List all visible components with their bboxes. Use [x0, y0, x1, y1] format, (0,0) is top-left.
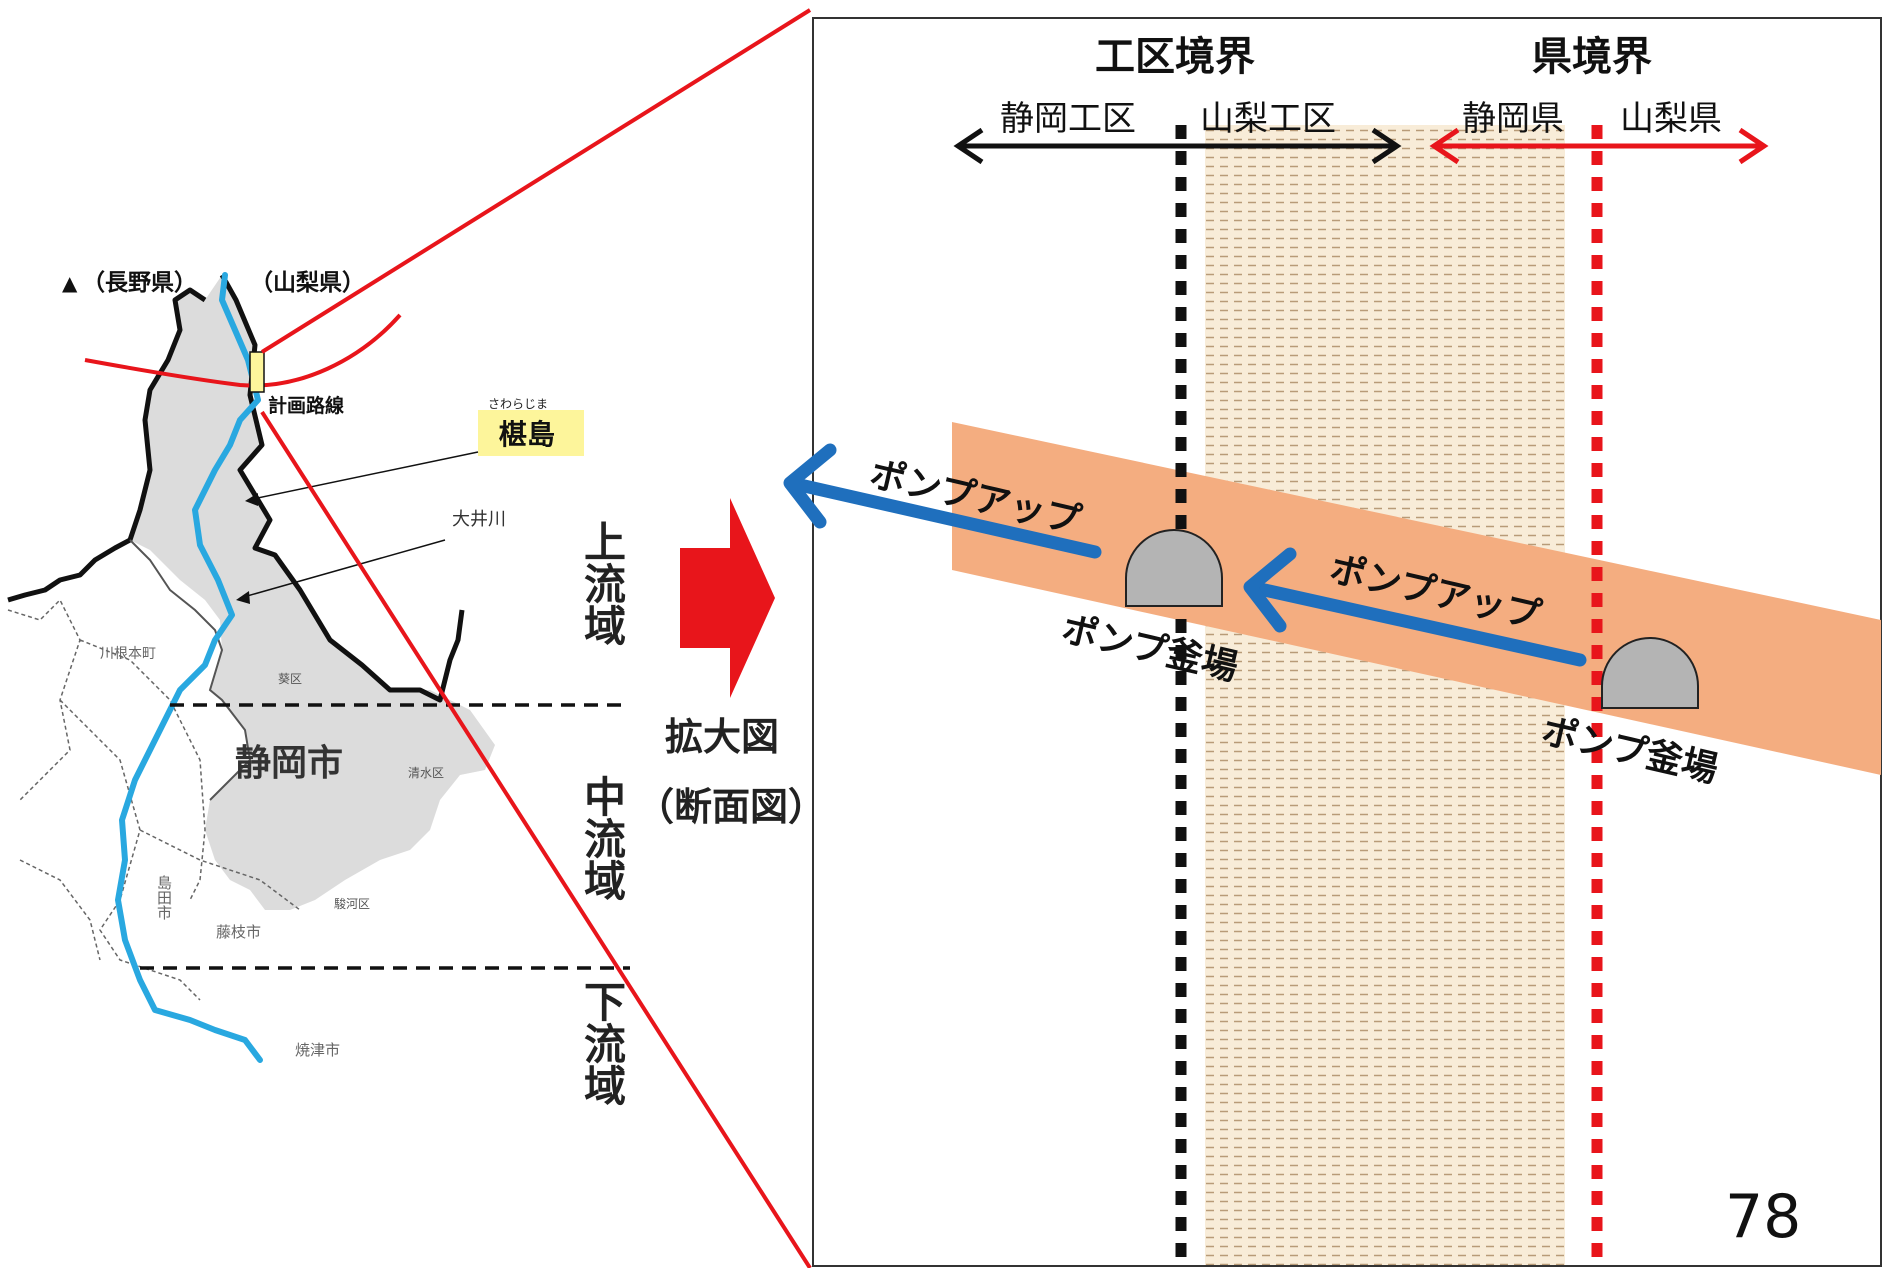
prefectural-boundary-title: 県境界 [1532, 34, 1652, 80]
shizuoka-work-section-label: 静岡工区 [1000, 99, 1136, 139]
upper-basin-label: 上流域 [578, 520, 627, 646]
pump-up-arrow-2-head [1243, 547, 1297, 633]
work-section-arrow-right-head [1371, 127, 1402, 165]
oi-river-basin-map: ▲ （長野県） （山梨県） 計画路線 さわらじま 椹島 大井川 川根本町 静岡市… [7, 269, 630, 1106]
shimizu-ward-label: 清水区 [408, 766, 444, 780]
oi-river-label: 大井川 [452, 509, 506, 530]
oi-river [115, 272, 263, 1063]
kawanehoncho-label: 川根本町 [100, 646, 156, 662]
fujieda-city-label: 藤枝市 [216, 923, 261, 941]
sawarajima-pointer [247, 451, 479, 501]
north-arrow-icon: ▲ [62, 271, 78, 295]
sawarajima-label: 椹島 [499, 418, 555, 451]
planned-route-label: 計画路線 [268, 394, 344, 417]
municipal-boundaries [129, 539, 252, 801]
between-boundaries-zone [1205, 125, 1565, 1265]
shizuoka-city-label: 静岡市 [235, 743, 343, 784]
yamanashi-work-section-label: 山梨工区 [1200, 99, 1336, 139]
section-location-marker [249, 351, 265, 393]
planned-route-line [84, 313, 402, 388]
yamanashi-pref-label-section: 山梨県 [1620, 99, 1722, 139]
pump-chamber-1-icon [1125, 529, 1223, 607]
aoi-ward-label: 葵区 [278, 672, 302, 686]
suruga-ward-label: 駿河区 [334, 897, 370, 911]
shimada-city-label: 島田市 [155, 875, 173, 920]
zoom-arrow-icon [680, 498, 775, 698]
zoom-caption-line1: 拡大図 [665, 715, 779, 759]
yaizu-city-label: 焼津市 [295, 1041, 340, 1059]
work-section-boundary-title: 工区境界 [1095, 34, 1255, 80]
oi-river-pointer-head [236, 591, 250, 604]
pump-up-arrow-1-head [783, 443, 837, 529]
sawarajima-reading: さわらじま [488, 397, 548, 411]
work-section-arrow-left-head [953, 127, 984, 165]
pump-up-arrow-1 [793, 478, 1102, 559]
pump-chamber-2-icon [1601, 637, 1699, 709]
cross-section-panel: 工区境界 県境界 静岡工区 山梨工区 静岡県 山梨県 ポンプアップ ポンプアップ… [783, 17, 1882, 1268]
prefecture-arrow-right-head [1738, 127, 1769, 165]
lower-basin-label: 下流域 [578, 980, 627, 1106]
oi-river-pointer [239, 539, 446, 599]
middle-basin-label: 中流域 [578, 775, 627, 901]
nagano-pref-label: （長野県） [82, 269, 197, 296]
sawarajima-label-box [478, 410, 584, 456]
sawarajima-pointer-head [245, 493, 258, 506]
zoom-caption-line2: （断面図） [636, 785, 826, 829]
yamanashi-pref-label: （山梨県） [250, 269, 365, 296]
page-number: 78 [1725, 1182, 1801, 1252]
watershed-boundary [7, 287, 207, 603]
shizuoka-pref-label: 静岡県 [1462, 99, 1564, 139]
zoom-line-top [260, 8, 812, 354]
pump-up-arrow-2 [1253, 582, 1587, 667]
shizuoka-city-area [130, 275, 495, 910]
zoom-line-bottom [260, 410, 812, 1268]
prefecture-arrow-left-head [1429, 127, 1460, 165]
